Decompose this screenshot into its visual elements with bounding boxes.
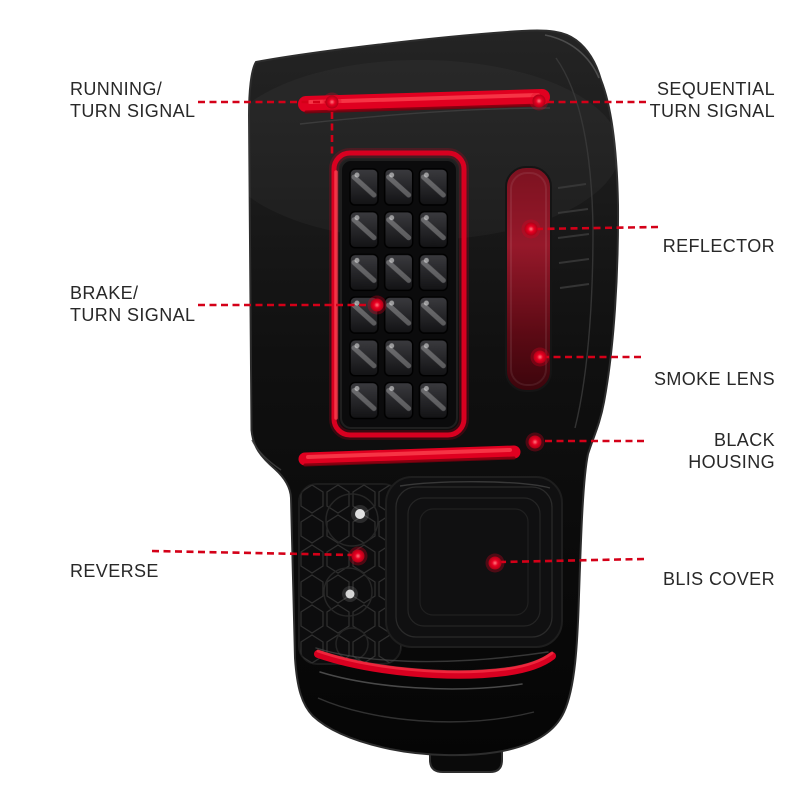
dot-reflector (521, 219, 541, 239)
reflector-lens (505, 166, 552, 392)
callout-label-blis-cover: BLIS COVER (662, 569, 775, 589)
led-grid (347, 166, 452, 423)
taillight-artwork (247, 29, 620, 773)
callout-sequential-turn-signal: SEQUENTIAL TURN SIGNAL (650, 56, 775, 122)
callout-dots (322, 91, 550, 573)
callout-black-housing: BLACK HOUSING (688, 407, 775, 473)
dot-smoke-lens (530, 347, 550, 367)
callout-label-reflector: REFLECTOR (662, 236, 775, 256)
mid-light-bar (298, 445, 521, 467)
reverse-lens (298, 483, 402, 665)
callout-label-brake-turn-signal: BRAKE/ TURN SIGNAL (70, 283, 196, 325)
bottom-light-bar (314, 647, 556, 690)
callout-running-turn-signal: RUNNING/ TURN SIGNAL (70, 56, 195, 122)
dot-brake-turn-signal (367, 295, 387, 315)
callout-label-sequential-turn-signal: SEQUENTIAL TURN SIGNAL (649, 79, 775, 121)
callout-label-black-housing: BLACK HOUSING (688, 430, 775, 472)
callout-label-running-turn-signal: RUNNING/ TURN SIGNAL (70, 79, 196, 121)
callout-label-smoke-lens: SMOKE LENS (653, 369, 775, 389)
callout-smoke-lens: SMOKE LENS (654, 346, 775, 390)
top-light-bar (298, 89, 550, 114)
housing-seams (251, 34, 600, 723)
callout-brake-turn-signal: BRAKE/ TURN SIGNAL (70, 260, 195, 326)
callout-label-reverse: REVERSE (70, 561, 159, 581)
callout-blis-cover: BLIS COVER (663, 546, 775, 590)
leader-running-turn-signal (198, 100, 334, 156)
dot-black-housing (525, 432, 545, 452)
dot-reverse (348, 546, 368, 566)
leader-reflector (535, 225, 659, 231)
leader-lines (151, 100, 659, 564)
led-light-bar-ring (329, 148, 469, 440)
leader-blis-cover (499, 557, 645, 564)
dot-blis-cover (485, 553, 505, 573)
dot-running-turn-signal (322, 92, 342, 112)
reflector-highlight (510, 172, 547, 386)
callout-reverse: REVERSE (70, 538, 159, 582)
callout-reflector: REFLECTOR (663, 213, 775, 257)
dot-sequential-turn-signal (529, 91, 549, 111)
